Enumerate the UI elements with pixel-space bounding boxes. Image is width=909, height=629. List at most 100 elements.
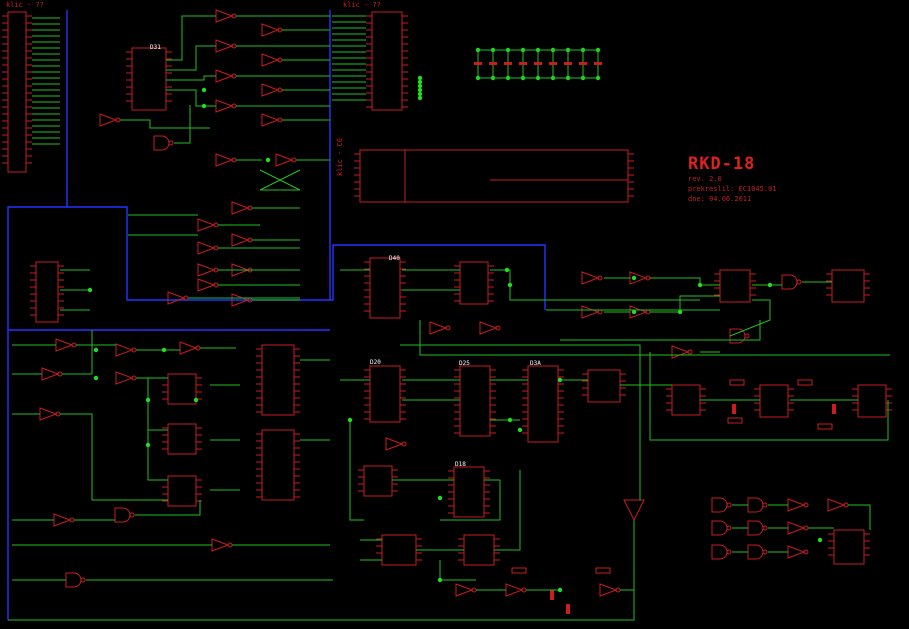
gate-bubble: [129, 512, 135, 518]
left-connector: [7, 11, 27, 173]
inverter-gate: [197, 218, 216, 232]
ic-package: [167, 475, 197, 507]
ic-package: [363, 465, 393, 497]
inverter-gate: [215, 39, 234, 53]
data-bus: [7, 206, 546, 620]
inverter-gate: [827, 498, 846, 512]
ic-package: [759, 384, 789, 418]
wire: [440, 479, 501, 521]
inverter-gate: [261, 113, 280, 127]
junction-dot: [417, 95, 423, 101]
inverter-bubble: [495, 325, 501, 331]
title-block: RKD-18 rev. 2.0 prekreslil: EC1045.01 dn…: [688, 154, 777, 204]
capacitor: [549, 62, 557, 65]
capacitor: [489, 62, 497, 65]
inverter-gate: [215, 9, 234, 23]
capacitor: [566, 604, 570, 614]
ic-d40: [369, 257, 401, 319]
junction-dot: [93, 347, 99, 353]
ic-package: [833, 529, 865, 565]
wire: [60, 413, 168, 501]
junction-dot: [817, 537, 823, 543]
resistor: [595, 567, 611, 574]
middle-connector: [371, 11, 403, 111]
ic-d31: [131, 47, 167, 111]
keyboard-connector-label: klic - C6: [336, 138, 344, 176]
keyboard-connector: [359, 149, 629, 203]
junction-dot: [504, 267, 510, 273]
junction-dot: [417, 87, 423, 93]
junction-dot: [507, 282, 513, 288]
capacitor: [594, 62, 602, 65]
inverter-gate: [261, 83, 280, 97]
inverter-gate: [99, 113, 118, 127]
ic-package: [831, 269, 865, 303]
inverter-gate: [197, 241, 216, 255]
capacitor: [534, 62, 542, 65]
inverter-bubble: [687, 349, 693, 355]
inverter-bubble: [803, 549, 809, 555]
inverter-gate: [787, 498, 806, 512]
inverter-gate: [53, 513, 72, 527]
capacitor: [550, 590, 554, 600]
junction-dot: [201, 103, 207, 109]
gate-bubble: [726, 502, 732, 508]
junction-dot: [193, 397, 199, 403]
wire: [650, 295, 720, 313]
junction-dot: [557, 377, 563, 383]
inverter-bubble: [445, 325, 451, 331]
junction-dot: [767, 282, 773, 288]
junction-dot: [201, 87, 207, 93]
wire: [8, 589, 635, 621]
junction-dot: [93, 375, 99, 381]
ic-label-d25: D25: [459, 360, 470, 367]
junction-dot: [437, 577, 443, 583]
ic-label-d20: D20: [370, 359, 381, 366]
inverter-gate: [275, 153, 294, 167]
ic-package: [463, 534, 495, 566]
junction-dot: [417, 79, 423, 85]
wire: [490, 269, 700, 301]
ic-label-d18: D18: [455, 461, 466, 468]
middle-connector-label: klic - ??: [343, 1, 381, 9]
revision-text: rev. 2.0: [688, 175, 722, 183]
wire: [729, 299, 771, 337]
capacitor: [564, 62, 572, 65]
resistor: [817, 423, 833, 430]
junction-dot: [557, 587, 563, 593]
wire: [166, 75, 216, 81]
inverter-gate: [581, 271, 600, 285]
ic-label-d40: D40: [389, 255, 400, 262]
gate-bubble: [726, 549, 732, 555]
inverter-gate: [179, 341, 198, 355]
ic-package: [261, 344, 295, 416]
junction-dot: [161, 347, 167, 353]
inverter-gate: [197, 263, 216, 277]
capacitor: [732, 404, 736, 414]
ic-package: [587, 369, 621, 403]
capacitor: [504, 62, 512, 65]
wire: [174, 105, 191, 144]
wire: [439, 560, 476, 581]
inverter-gate: [39, 407, 58, 421]
wire: [649, 352, 889, 441]
ic-package: [671, 384, 701, 416]
gate-bubble: [762, 525, 768, 531]
inverter-gate: [261, 53, 280, 67]
ic-package: [381, 534, 417, 566]
inverter-gate: [231, 201, 250, 215]
inverter-gate: [429, 321, 448, 335]
buffer-gate: [623, 499, 645, 522]
wire: [147, 378, 168, 481]
ic-package: [167, 423, 197, 455]
inverter-bubble: [401, 441, 407, 447]
inverter-gate: [455, 583, 474, 597]
nand-gate: [711, 497, 728, 513]
inverter-gate: [215, 153, 234, 167]
inverter-gate: [231, 293, 250, 307]
inverter-gate: [581, 305, 600, 319]
date-text: dne: 04.06.2011: [688, 195, 752, 203]
ic-d18: [453, 466, 485, 518]
nand-gate: [114, 507, 131, 523]
